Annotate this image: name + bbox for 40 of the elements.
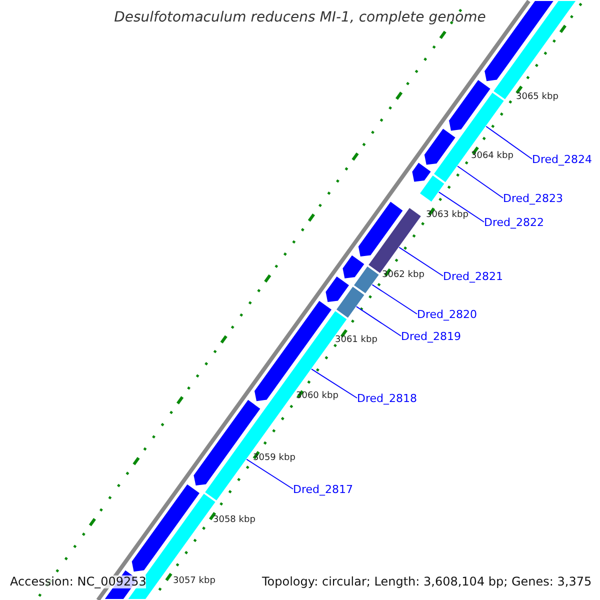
forward-gene-block	[484, 1, 554, 82]
forward-gene-block	[424, 128, 456, 165]
gene-bar	[336, 286, 364, 318]
scale-label: 3064 kbp	[471, 152, 514, 162]
title: Desulfotomaculum reducens MI-1, complete genome	[113, 10, 487, 26]
scale-label: 3065 kbp	[516, 93, 558, 103]
gene-label: Dred_2824	[532, 154, 592, 166]
gene-bar	[494, 1, 576, 100]
scale-label: 3059 kbp	[253, 454, 296, 464]
gene-label: Dred_2819	[401, 330, 461, 344]
gene-label: Dred_2823	[503, 192, 563, 206]
leader-line	[457, 166, 504, 198]
gene-label: Dred_2822	[484, 216, 544, 230]
gene-label: Dred_2820	[417, 308, 477, 322]
forward-gene-block	[326, 276, 349, 302]
gene-label: Dred_2817	[293, 484, 353, 496]
leader-line	[246, 458, 294, 490]
genome-summary: Topology: circular; Length: 3,608,104 bp; Genes: 3,375	[262, 575, 592, 589]
forward-gene-block	[449, 80, 490, 131]
scale-label: 3062 kbp	[382, 271, 424, 281]
gene-bar	[354, 266, 379, 294]
gene-label: Dred_2818	[357, 392, 417, 406]
forward-gene-block	[358, 202, 403, 256]
scale-label: 3061 kbp	[335, 336, 378, 346]
leader-line	[372, 284, 418, 314]
forward-gene-block	[342, 255, 364, 278]
leader-line	[311, 368, 358, 398]
leader-line	[398, 246, 444, 276]
leader-line	[486, 126, 532, 160]
scale-label: 3060 kbp	[296, 392, 338, 402]
scale-label: 3058 kbp	[213, 516, 256, 526]
scale-label: 3063 kbp	[426, 211, 468, 221]
forward-gene-block	[412, 162, 431, 182]
gene-bar	[420, 176, 444, 202]
forward-gene-block	[132, 484, 200, 572]
leader-line	[356, 306, 402, 336]
accession-note: Accession: NC_009253	[10, 575, 146, 589]
leader-line	[438, 192, 484, 222]
scale-label: 3057 kbp	[173, 577, 216, 587]
gene-label: Dred_2821	[443, 270, 503, 284]
